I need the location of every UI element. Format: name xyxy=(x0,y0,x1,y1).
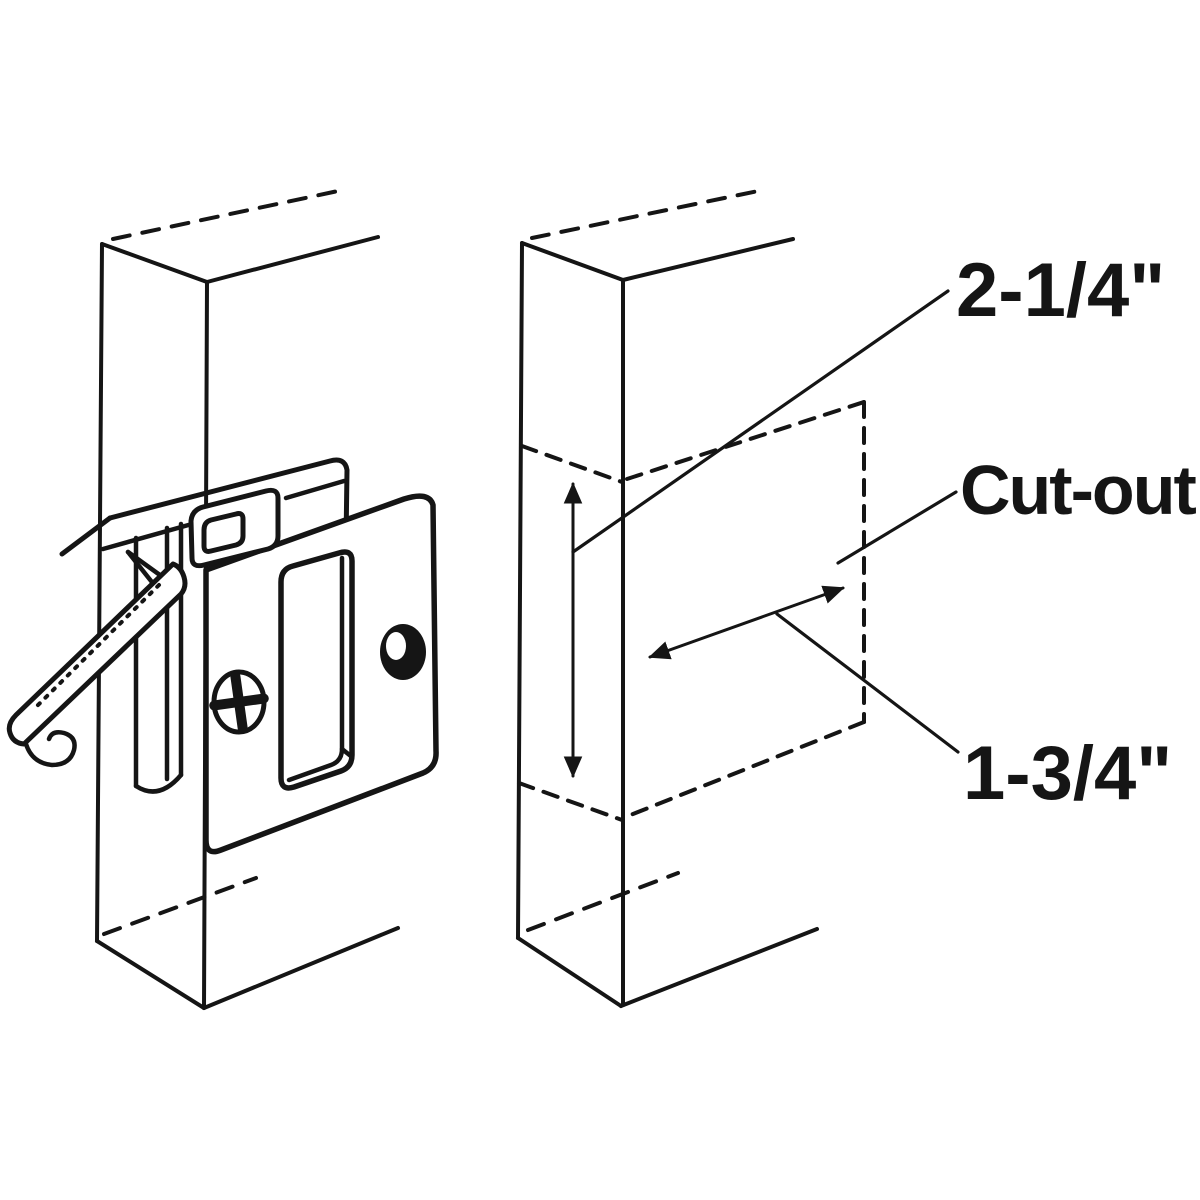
right-stile-top-break-dashed-line xyxy=(530,189,760,240)
leader-lines xyxy=(571,289,960,754)
left-stile-top-right-edge xyxy=(205,235,380,284)
leader-cutout xyxy=(836,490,958,565)
left-stile-bottom-break-dashed-line xyxy=(102,876,258,936)
rear-plate-left-corner-edge xyxy=(59,515,113,557)
lock-rear-plate xyxy=(59,457,350,557)
door-stile-right xyxy=(516,189,819,1008)
bolt-tab-inner xyxy=(201,511,246,554)
latch-bolt-tab xyxy=(188,487,281,569)
cutout-front-top-dashed xyxy=(520,444,624,484)
edge-pull-lever xyxy=(6,561,188,768)
right-stile-top-right-edge xyxy=(621,237,795,282)
lock-body-top-edge-left xyxy=(100,521,195,552)
hole-highlight xyxy=(386,632,406,660)
right-stile-bottom-break-dashed-line xyxy=(526,871,680,932)
width-dimension-arrow xyxy=(648,585,845,660)
pull-recess-corner-line xyxy=(339,746,355,760)
label-cutout: Cut-out xyxy=(960,451,1196,529)
mortise-bottom-curve xyxy=(133,772,184,794)
rear-plate-top-edge xyxy=(107,457,350,546)
right-stile-bottom-right-edge xyxy=(619,927,819,1008)
right-stile-front-left-edge xyxy=(516,241,524,940)
right-stile-top-front-edge xyxy=(520,241,625,282)
leader-height-dimension xyxy=(571,289,950,554)
cutout-dashed-outline xyxy=(517,400,866,822)
lock-body xyxy=(100,478,347,794)
lock-body-top-edge-right xyxy=(283,478,347,501)
finger-pull-recess xyxy=(278,549,355,791)
lever-serration-line xyxy=(31,583,161,712)
pocket-door-lock xyxy=(6,457,439,855)
left-stile-front-left-edge xyxy=(95,242,104,943)
left-stile-top-break-dashed-line xyxy=(111,189,340,241)
lock-release-hole xyxy=(380,624,426,680)
phillips-screw xyxy=(209,669,269,735)
left-stile-bottom-right-edge xyxy=(202,926,400,1010)
label-height-dimension: 2-1/4" xyxy=(956,248,1165,333)
cutout-side-bottom-dashed xyxy=(626,720,866,818)
lever-hook-curl xyxy=(23,730,77,768)
label-width-dimension: 1-3/4" xyxy=(963,731,1172,816)
phillips-cross-icon xyxy=(209,671,269,733)
dimension-arrows xyxy=(563,482,845,778)
left-stile-top-front-edge xyxy=(100,242,209,284)
cutout-side-top-dashed xyxy=(625,400,866,481)
cutout-front-bottom-dashed xyxy=(517,781,624,822)
left-stile-bottom-front-edge xyxy=(95,939,206,1010)
labels: 2-1/4" Cut-out 1-3/4" xyxy=(956,248,1198,816)
right-stile-bottom-front-edge xyxy=(516,936,623,1008)
leader-width-dimension xyxy=(775,612,960,754)
